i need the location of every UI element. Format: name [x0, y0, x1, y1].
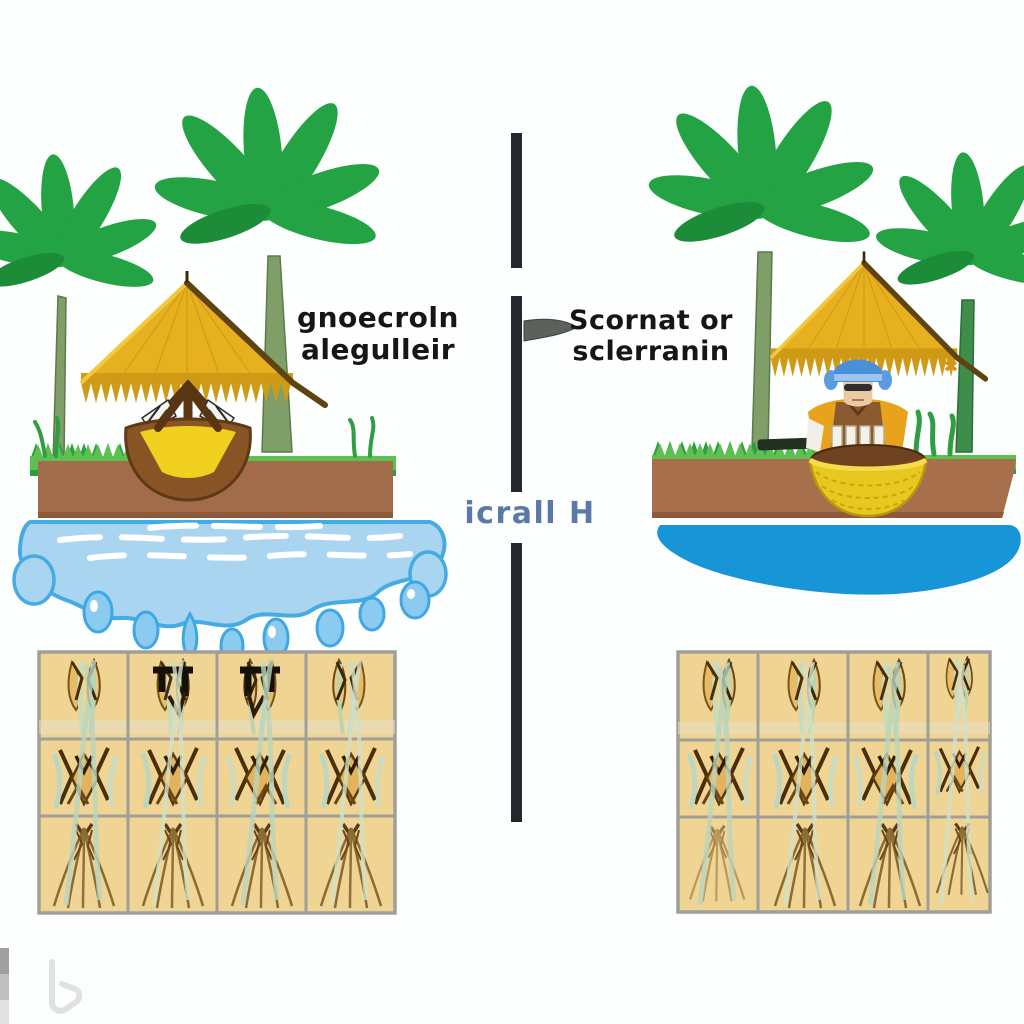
crop-field-grid [676, 650, 992, 914]
left-scene [0, 86, 448, 915]
grain-pot-icon [124, 379, 252, 502]
vertical-divider-bar [511, 133, 522, 822]
right-scene-label-line2: sclerranin [572, 335, 730, 367]
groundwater-drips-icon [12, 520, 448, 665]
right-scene-label: Scornat or sclerranin [560, 305, 742, 367]
woven-basket-icon [808, 444, 928, 518]
water-pool-icon [657, 525, 1021, 595]
right-scene [645, 84, 1024, 914]
left-scene-label: gnoecroln alegulleir [282, 302, 474, 365]
farmer-icon [757, 359, 908, 457]
left-scene-label-line2: alegulleir [300, 332, 456, 366]
crop-field-grid [37, 650, 397, 915]
palm-tree-icon [873, 151, 1024, 453]
palm-tree-icon [0, 153, 162, 463]
leaf-pointer-icon [523, 318, 578, 342]
bing-logo-watermark [0, 948, 83, 1024]
right-scene-label-line1: Scornat or [569, 305, 733, 336]
center-label: icrall H [464, 496, 596, 531]
left-scene-label-line1: gnoecroln [297, 301, 459, 334]
